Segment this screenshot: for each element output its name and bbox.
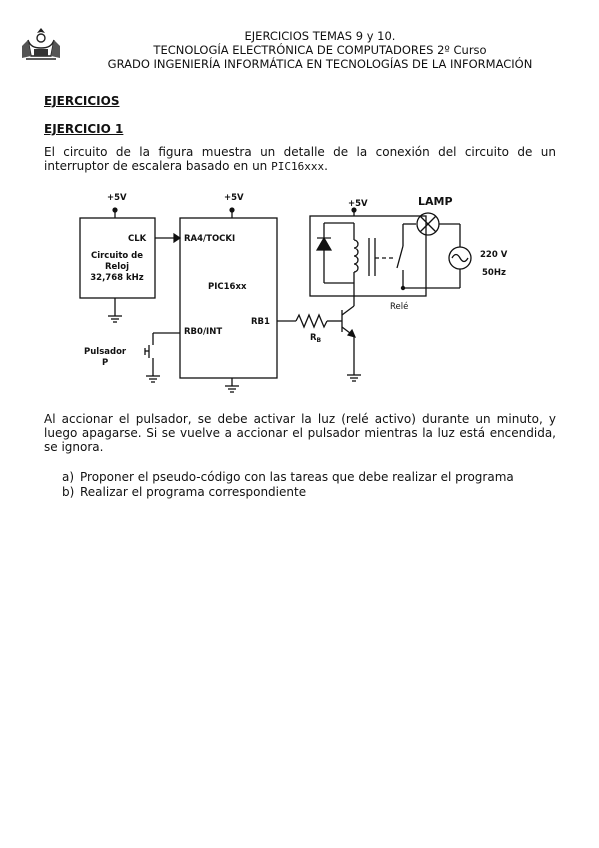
rb0-label: RB0/INT <box>184 327 222 337</box>
task-list: a) Proponer el pseudo-código con las tare… <box>62 470 514 500</box>
section-title-ejercicios: EJERCICIOS <box>44 94 120 108</box>
clock-label-3: 32,768 kHz <box>90 273 144 283</box>
rb1-label: RB1 <box>251 317 270 327</box>
pulsador-label: Pulsador <box>84 347 127 357</box>
list-marker: a) <box>62 470 75 484</box>
voltage-label: 220 V <box>480 250 508 260</box>
lamp-label: LAMP <box>418 195 453 208</box>
pic-label: PIC16xx <box>208 282 247 292</box>
description-paragraph: Al accionar el pulsador, se debe activar… <box>44 412 556 454</box>
pulsador-p-label: P <box>102 358 108 368</box>
section-title-ejercicio-1: EJERCICIO 1 <box>44 122 124 136</box>
vcc-label-relay: +5V <box>348 199 368 209</box>
circuit-diagram: +5V +5V +5V CLK Circuito de Reloj 32,768… <box>79 193 508 393</box>
vcc-label-pic: +5V <box>224 193 244 203</box>
intro-chip-name: PIC16xxx <box>271 160 325 173</box>
list-marker: b) <box>62 485 75 499</box>
intro-text: El circuito de la figura muestra un deta… <box>44 145 556 173</box>
header-line-2: TECNOLOGÍA ELECTRÓNICA DE COMPUTADORES 2… <box>153 43 487 57</box>
resistor-label: RB <box>310 333 322 344</box>
header-line-3: GRADO INGENIERÍA INFORMÁTICA EN TECNOLOG… <box>107 57 533 71</box>
list-item: b) Realizar el programa correspondiente <box>62 485 514 500</box>
pic-box <box>179 217 278 379</box>
university-crest-logo <box>22 28 60 60</box>
relay-box <box>309 215 427 297</box>
clock-label-1: Circuito de <box>91 251 143 261</box>
intro-end: . <box>324 159 328 173</box>
relay-label: Relé <box>390 301 408 312</box>
list-item: a) Proponer el pseudo-código con las tare… <box>62 470 514 485</box>
document-header: EJERCICIOS TEMAS 9 y 10. TECNOLOGÍA ELEC… <box>60 29 580 71</box>
task-text: Proponer el pseudo-código con las tareas… <box>80 470 514 484</box>
clk-label: CLK <box>128 234 147 244</box>
clock-box <box>79 217 156 299</box>
intro-paragraph: El circuito de la figura muestra un deta… <box>44 145 556 174</box>
frequency-label: 50Hz <box>482 268 506 278</box>
task-text: Realizar el programa correspondiente <box>80 485 307 499</box>
vcc-label-clock: +5V <box>107 193 127 203</box>
header-line-1: EJERCICIOS TEMAS 9 y 10. <box>244 29 396 43</box>
ra4-label: RA4/TOCKI <box>184 234 235 244</box>
clock-label-2: Reloj <box>105 262 129 272</box>
